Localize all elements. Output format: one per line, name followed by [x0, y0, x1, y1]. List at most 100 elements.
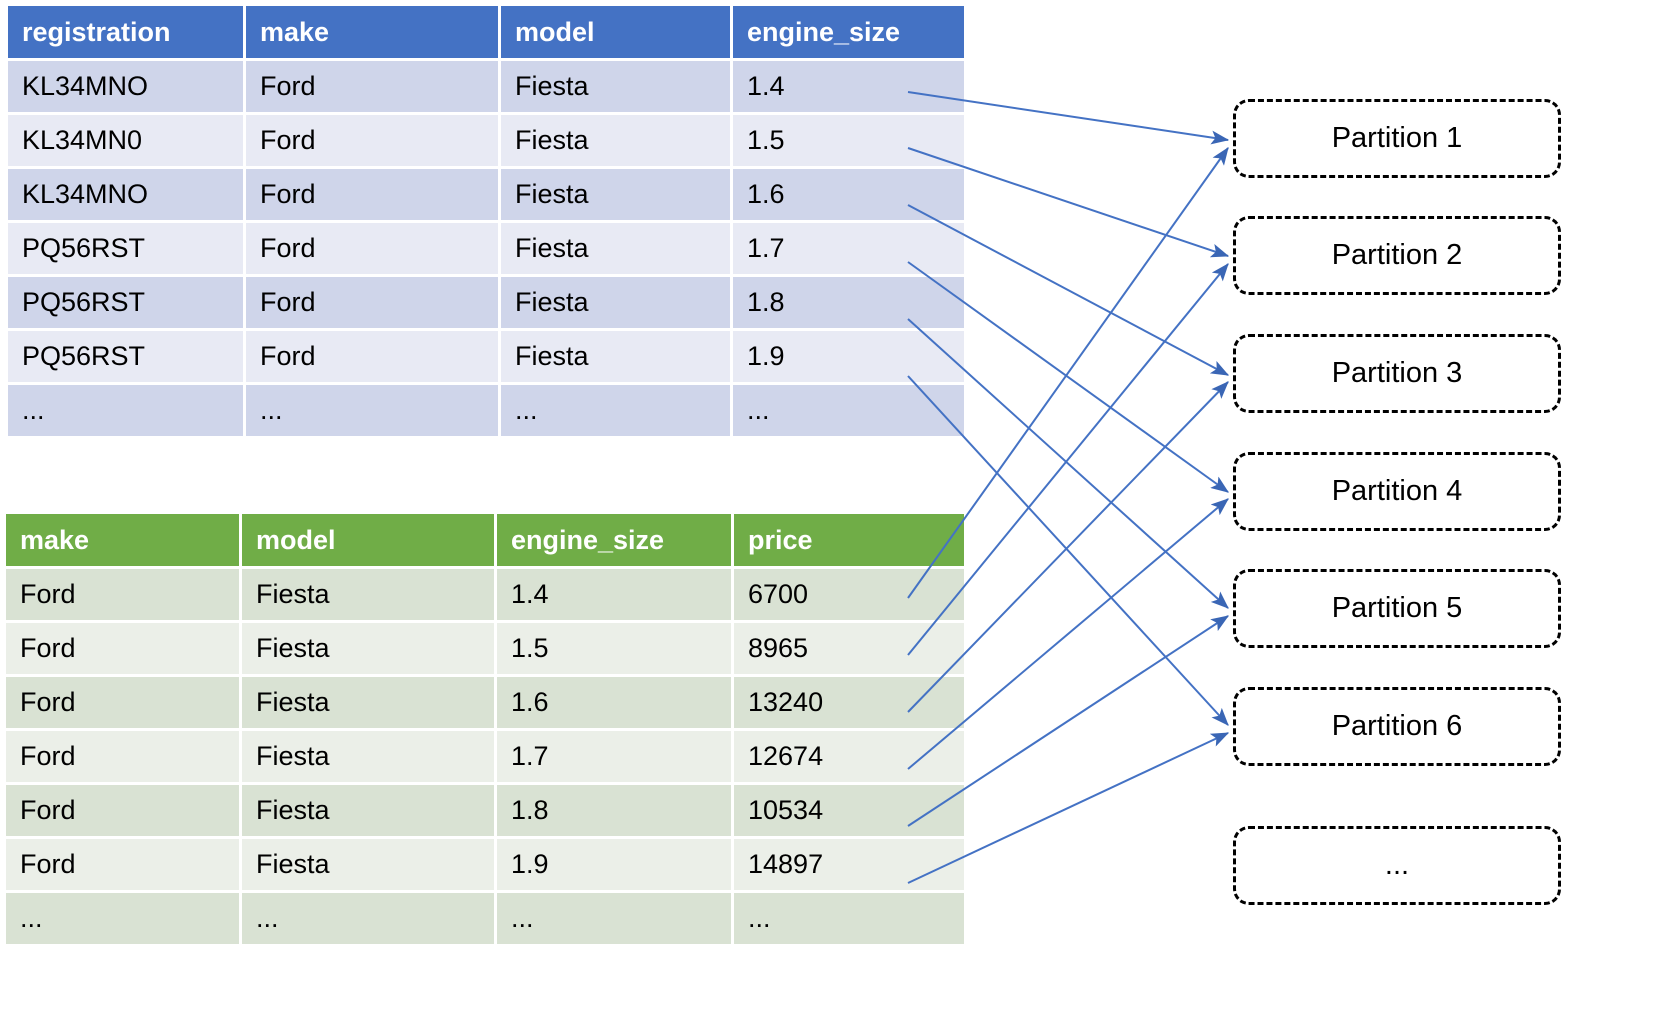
cell-make: Ford	[6, 785, 239, 836]
cell-engine-size: ...	[733, 385, 964, 436]
cell-model: Fiesta	[501, 223, 730, 274]
cell-model: Fiesta	[501, 277, 730, 328]
partition-label: Partition 6	[1331, 710, 1463, 742]
cell-model: Fiesta	[242, 839, 494, 890]
cell-registration: ...	[8, 385, 243, 436]
cell-engine-size: 1.5	[733, 115, 964, 166]
cell-model: ...	[501, 385, 730, 436]
cell-make: Ford	[246, 61, 498, 112]
cell-make: Ford	[6, 569, 239, 620]
cell-make: Ford	[246, 115, 498, 166]
cell-model: Fiesta	[242, 785, 494, 836]
partition-label: Partition 3	[1331, 357, 1463, 389]
cell-engine-size: ...	[497, 893, 731, 944]
column-header-price: price	[734, 514, 964, 566]
column-header-engine-size: engine_size	[733, 6, 964, 58]
cell-engine-size: 1.8	[497, 785, 731, 836]
cell-engine-size: 1.7	[733, 223, 964, 274]
cell-registration: KL34MNO	[8, 61, 243, 112]
cell-model: Fiesta	[501, 169, 730, 220]
column-header-make: make	[246, 6, 498, 58]
cell-engine-size: 1.6	[497, 677, 731, 728]
cell-engine-size: 1.5	[497, 623, 731, 674]
table-row: ............	[8, 385, 964, 436]
cell-make: Ford	[6, 623, 239, 674]
partition-label: Partition 2	[1331, 239, 1463, 271]
table-header-row: make model engine_size price	[6, 514, 964, 566]
cell-price: ...	[734, 893, 964, 944]
cell-registration: KL34MN0	[8, 115, 243, 166]
cell-make: Ford	[246, 223, 498, 274]
cell-price: 13240	[734, 677, 964, 728]
cell-model: Fiesta	[501, 331, 730, 382]
table-row: ............	[6, 893, 964, 944]
cell-model: Fiesta	[242, 569, 494, 620]
cell-model: ...	[242, 893, 494, 944]
partition-label: Partition 1	[1331, 122, 1463, 154]
cell-model: Fiesta	[242, 623, 494, 674]
partition-box-7[interactable]: ...	[1233, 826, 1561, 905]
cell-price: 10534	[734, 785, 964, 836]
cell-make: Ford	[246, 331, 498, 382]
prices-table-head: make model engine_size price	[6, 514, 964, 566]
column-header-registration: registration	[8, 6, 243, 58]
cell-engine-size: 1.4	[497, 569, 731, 620]
partition-box-2[interactable]: Partition 2	[1233, 216, 1561, 295]
partition-box-6[interactable]: Partition 6	[1233, 687, 1561, 766]
cell-engine-size: 1.7	[497, 731, 731, 782]
cell-engine-size: 1.8	[733, 277, 964, 328]
cell-registration: PQ56RST	[8, 331, 243, 382]
partition-box-4[interactable]: Partition 4	[1233, 452, 1561, 531]
cell-model: Fiesta	[242, 677, 494, 728]
cell-make: ...	[6, 893, 239, 944]
column-header-model: model	[242, 514, 494, 566]
table-header-row: registration make model engine_size	[8, 6, 964, 58]
cell-price: 6700	[734, 569, 964, 620]
partition-box-5[interactable]: Partition 5	[1233, 569, 1561, 648]
cell-make: Ford	[6, 731, 239, 782]
partition-label: Partition 5	[1331, 592, 1463, 624]
column-header-engine-size: engine_size	[497, 514, 731, 566]
column-header-model: model	[501, 6, 730, 58]
cell-registration: KL34MNO	[8, 169, 243, 220]
cell-engine-size: 1.9	[733, 331, 964, 382]
cell-price: 8965	[734, 623, 964, 674]
cell-make: Ford	[6, 839, 239, 890]
cell-model: Fiesta	[501, 115, 730, 166]
cell-model: Fiesta	[501, 61, 730, 112]
column-header-make: make	[6, 514, 239, 566]
partition-box-3[interactable]: Partition 3	[1233, 334, 1561, 413]
cell-engine-size: 1.9	[497, 839, 731, 890]
cell-make: Ford	[246, 169, 498, 220]
cell-price: 14897	[734, 839, 964, 890]
cell-make: Ford	[246, 277, 498, 328]
cell-engine-size: 1.6	[733, 169, 964, 220]
cell-price: 12674	[734, 731, 964, 782]
partition-label: ...	[1384, 849, 1410, 881]
partition-box-1[interactable]: Partition 1	[1233, 99, 1561, 178]
cell-make: ...	[246, 385, 498, 436]
cell-model: Fiesta	[242, 731, 494, 782]
cell-registration: PQ56RST	[8, 277, 243, 328]
registrations-table-head: registration make model engine_size	[8, 6, 964, 58]
cell-engine-size: 1.4	[733, 61, 964, 112]
cell-make: Ford	[6, 677, 239, 728]
cell-registration: PQ56RST	[8, 223, 243, 274]
registrations-table: registration make model engine_size KL34…	[5, 3, 967, 439]
